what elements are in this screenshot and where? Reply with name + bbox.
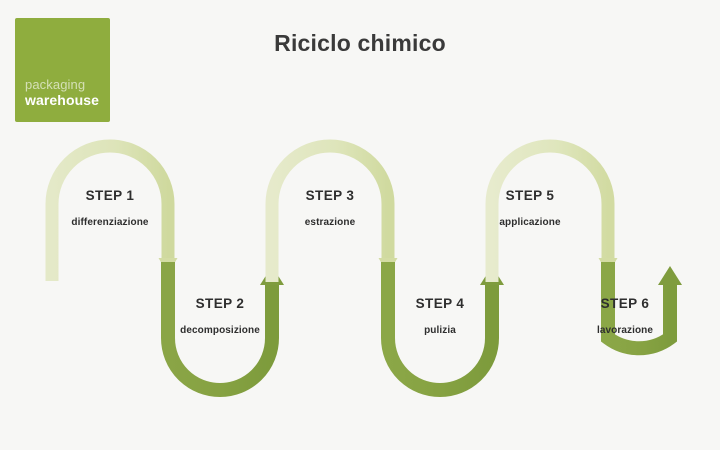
packaging-warehouse-logo: packaging warehouse [15, 18, 110, 122]
step-4-subtitle: pulizia [424, 325, 456, 336]
step-3-title: STEP 3 [305, 188, 355, 203]
flow-arrow-step-6 [601, 262, 682, 356]
step-label-2: STEP 2 decomposizione [140, 296, 300, 336]
step-label-4: STEP 4 pulizia [360, 296, 520, 336]
page-title: Riciclo chimico [274, 30, 446, 56]
step-3-subtitle: estrazione [304, 217, 356, 228]
step-label-5: STEP 5 applicazione [450, 188, 610, 228]
logo-line-warehouse: warehouse [25, 92, 100, 108]
step-6-title: STEP 6 [600, 296, 650, 311]
step-1-subtitle: differenziazione [71, 217, 149, 228]
step-label-1: STEP 1 differenziazione [30, 188, 190, 228]
step-2-title: STEP 2 [195, 296, 245, 311]
step-label-6: STEP 6 lavorazione [545, 296, 705, 336]
step-label-3: STEP 3 estrazione [250, 188, 410, 228]
step-5-title: STEP 5 [505, 188, 555, 203]
step-4-title: STEP 4 [415, 296, 465, 311]
step-2-subtitle: decomposizione [180, 325, 260, 336]
logo-line-packaging: packaging [25, 77, 86, 92]
step-5-subtitle: applicazione [499, 217, 561, 228]
step-6-subtitle: lavorazione [596, 325, 654, 336]
step-1-title: STEP 1 [85, 188, 135, 203]
